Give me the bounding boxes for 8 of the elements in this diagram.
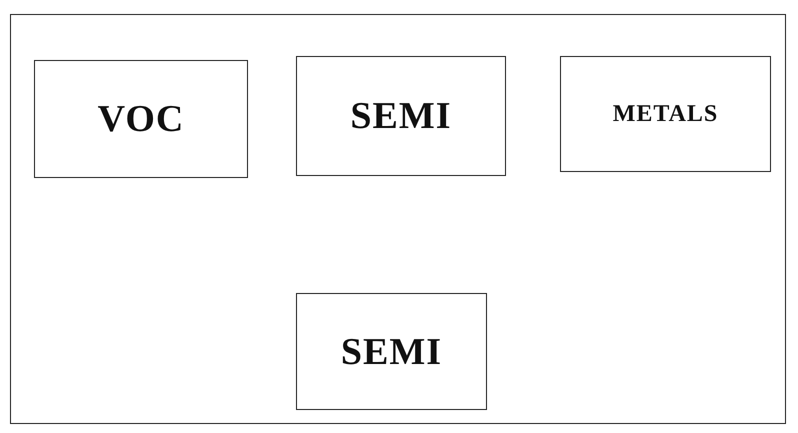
box-label: VOC [98, 97, 184, 141]
label-box [296, 56, 506, 176]
label-box [296, 293, 487, 410]
box-label: SEMI [340, 330, 442, 374]
box-label: SEMI [350, 94, 452, 138]
box-label: METALS [612, 100, 718, 128]
label-box [560, 56, 771, 172]
label-box [34, 60, 248, 178]
